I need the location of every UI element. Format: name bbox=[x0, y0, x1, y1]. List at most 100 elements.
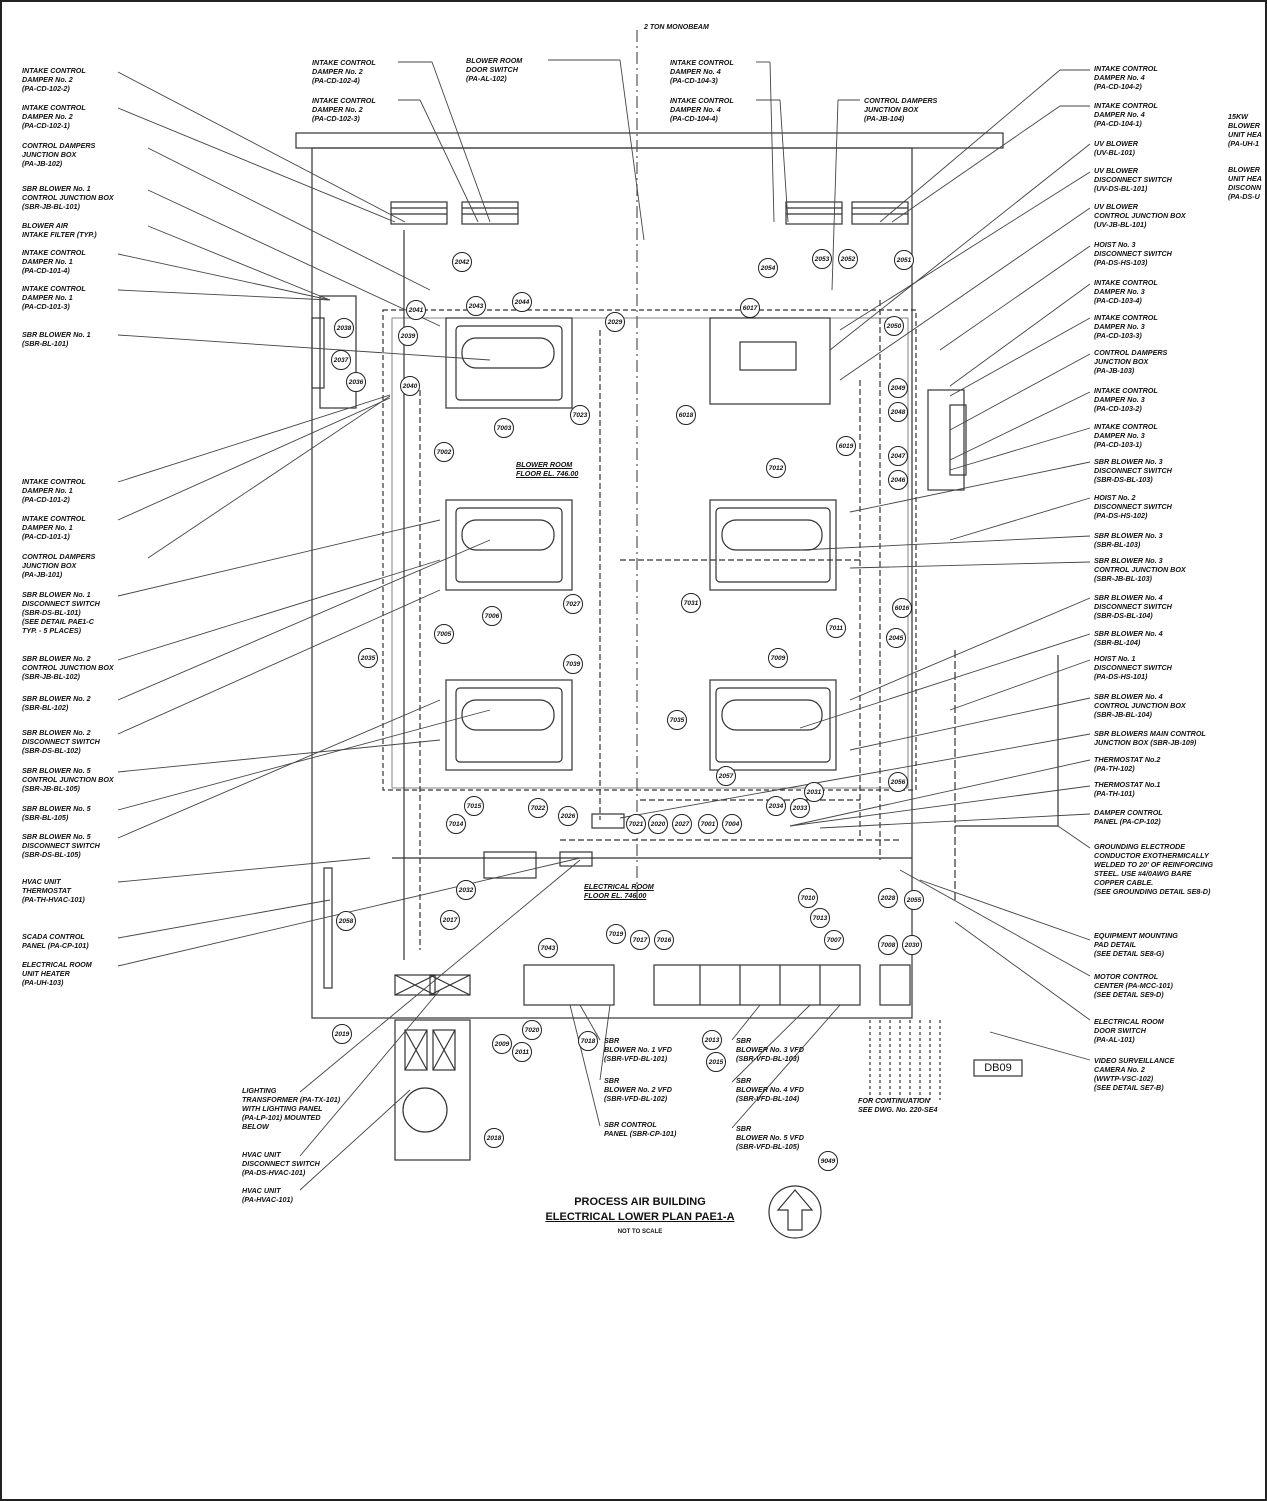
circuit-tag: 2051 bbox=[894, 250, 914, 270]
left-label-12: SBR BLOWER No. 2 CONTROL JUNCTION BOX (S… bbox=[22, 654, 114, 681]
circuit-tag: 2011 bbox=[512, 1042, 532, 1062]
circuit-tag: 2058 bbox=[336, 911, 356, 931]
top-label-3: INTAKE CONTROL DAMPER No. 4 (PA-CD-104-3… bbox=[670, 58, 734, 85]
right-label-26: ELECTRICAL ROOM DOOR SWITCH (PA-AL-101) bbox=[1094, 1017, 1164, 1044]
circuit-tag: 2019 bbox=[332, 1024, 352, 1044]
top-label-4: INTAKE CONTROL DAMPER No. 4 (PA-CD-104-4… bbox=[670, 96, 734, 123]
circuit-tag: 7023 bbox=[570, 405, 590, 425]
bottom-label-7: SBR BLOWER No. 4 VFD (SBR-VFD-BL-104) bbox=[736, 1076, 804, 1103]
circuit-tag: 7009 bbox=[768, 648, 788, 668]
circuit-tag: 2047 bbox=[888, 446, 908, 466]
circuit-tag: 2054 bbox=[758, 258, 778, 278]
right-label-13: SBR BLOWER No. 3 (SBR-BL-103) bbox=[1094, 531, 1163, 549]
left-label-2: CONTROL DAMPERS JUNCTION BOX (PA-JB-102) bbox=[22, 141, 96, 168]
right-label-19: SBR BLOWERS MAIN CONTROL JUNCTION BOX (S… bbox=[1094, 729, 1206, 747]
left-label-13: SBR BLOWER No. 2 (SBR-BL-102) bbox=[22, 694, 91, 712]
bottom-label-8: SBR BLOWER No. 5 VFD (SBR-VFD-BL-105) bbox=[736, 1124, 804, 1151]
bottom-label-0: LIGHTING TRANSFORMER (PA-TX-101) WITH LI… bbox=[242, 1086, 341, 1131]
bottom-label-3: SBR BLOWER No. 1 VFD (SBR-VFD-BL-101) bbox=[604, 1036, 672, 1063]
circuit-tag: 2039 bbox=[398, 326, 418, 346]
circuit-tag: 7015 bbox=[464, 796, 484, 816]
circuit-tag: 7001 bbox=[698, 814, 718, 834]
circuit-tag: 7008 bbox=[878, 935, 898, 955]
circuit-tag: 7003 bbox=[494, 418, 514, 438]
circuit-tag: 7012 bbox=[766, 458, 786, 478]
circuit-tag: 7017 bbox=[630, 930, 650, 950]
circuit-tag: 7005 bbox=[434, 624, 454, 644]
far-right-label-1: BLOWER UNIT HEA DISCONN (PA-DS-U bbox=[1228, 165, 1262, 201]
left-label-4: BLOWER AIR INTAKE FILTER (TYP.) bbox=[22, 221, 97, 239]
circuit-tag: 9049 bbox=[818, 1151, 838, 1171]
right-label-8: CONTROL DAMPERS JUNCTION BOX (PA-JB-103) bbox=[1094, 348, 1168, 375]
circuit-tag: 2043 bbox=[466, 296, 486, 316]
circuit-tag: 2030 bbox=[902, 935, 922, 955]
left-label-5: INTAKE CONTROL DAMPER No. 1 (PA-CD-101-4… bbox=[22, 248, 86, 275]
circuit-tag: 7007 bbox=[824, 930, 844, 950]
bottom-label-4: SBR BLOWER No. 2 VFD (SBR-VFD-BL-102) bbox=[604, 1076, 672, 1103]
bottom-label-2: HVAC UNIT (PA-HVAC-101) bbox=[242, 1186, 293, 1204]
right-label-12: HOIST No. 2 DISCONNECT SWITCH (PA-DS-HS-… bbox=[1094, 493, 1172, 520]
left-label-7: SBR BLOWER No. 1 (SBR-BL-101) bbox=[22, 330, 91, 348]
right-label-2: UV BLOWER (UV-BL-101) bbox=[1094, 139, 1138, 157]
right-label-23: GROUNDING ELECTRODE CONDUCTOR EXOTHERMIC… bbox=[1094, 842, 1213, 896]
circuit-tag: 2040 bbox=[400, 376, 420, 396]
right-label-1: INTAKE CONTROL DAMPER No. 4 (PA-CD-104-1… bbox=[1094, 101, 1158, 128]
circuit-tag: 2045 bbox=[886, 628, 906, 648]
circuit-tag: 2017 bbox=[440, 910, 460, 930]
right-label-24: EQUIPMENT MOUNTING PAD DETAIL (SEE DETAI… bbox=[1094, 931, 1178, 958]
circuit-tag: 6016 bbox=[892, 598, 912, 618]
circuit-tag: 2018 bbox=[484, 1128, 504, 1148]
circuit-tag: 2035 bbox=[358, 648, 378, 668]
circuit-tag: 2044 bbox=[512, 292, 532, 312]
circuit-tag: 2015 bbox=[706, 1052, 726, 1072]
right-label-20: THERMOSTAT No.2 (PA-TH-102) bbox=[1094, 755, 1161, 773]
circuit-tag: 2046 bbox=[888, 470, 908, 490]
continuation-note: FOR CONTINUATION SEE DWG. No. 220-SE4 bbox=[858, 1096, 938, 1114]
scale-note: NOT TO SCALE bbox=[617, 1229, 663, 1235]
circuit-tag: 2042 bbox=[452, 252, 472, 272]
circuit-tag: 7043 bbox=[538, 938, 558, 958]
circuit-tag: 2009 bbox=[492, 1034, 512, 1054]
right-label-4: UV BLOWER CONTROL JUNCTION BOX (UV-JB-BL… bbox=[1094, 202, 1186, 229]
left-label-18: HVAC UNIT THERMOSTAT (PA-TH-HVAC-101) bbox=[22, 877, 85, 904]
circuit-tag: 7010 bbox=[798, 888, 818, 908]
right-label-25: MOTOR CONTROL CENTER (PA-MCC-101) (SEE D… bbox=[1094, 972, 1173, 999]
far-right-label-0: 15KW BLOWER UNIT HEA (PA-UH-1 bbox=[1228, 112, 1262, 148]
circuit-tag: 2038 bbox=[334, 318, 354, 338]
left-label-10: CONTROL DAMPERS JUNCTION BOX (PA-JB-101) bbox=[22, 552, 96, 579]
right-label-17: HOIST No. 1 DISCONNECT SWITCH (PA-DS-HS-… bbox=[1094, 654, 1172, 681]
circuit-tag: 2031 bbox=[804, 782, 824, 802]
right-label-11: SBR BLOWER No. 3 DISCONNECT SWITCH (SBR-… bbox=[1094, 457, 1172, 484]
circuit-tag: 2020 bbox=[648, 814, 668, 834]
right-label-16: SBR BLOWER No. 4 (SBR-BL-104) bbox=[1094, 629, 1163, 647]
sheet-tag: DB09 bbox=[984, 1062, 1012, 1074]
left-label-1: INTAKE CONTROL DAMPER No. 2 (PA-CD-102-1… bbox=[22, 103, 86, 130]
bottom-label-6: SBR BLOWER No. 3 VFD (SBR-VFD-BL-103) bbox=[736, 1036, 804, 1063]
circuit-tag: 7018 bbox=[578, 1031, 598, 1051]
right-label-3: UV BLOWER DISCONNECT SWITCH (UV-DS-BL-10… bbox=[1094, 166, 1172, 193]
circuit-tag: 2026 bbox=[558, 806, 578, 826]
circuit-tag: 2053 bbox=[812, 249, 832, 269]
bottom-label-1: HVAC UNIT DISCONNECT SWITCH (PA-DS-HVAC-… bbox=[242, 1150, 320, 1177]
circuit-tag: 2033 bbox=[790, 798, 810, 818]
circuit-tag: 2049 bbox=[888, 378, 908, 398]
left-label-9: INTAKE CONTROL DAMPER No. 1 (PA-CD-101-1… bbox=[22, 514, 86, 541]
right-label-7: INTAKE CONTROL DAMPER No. 3 (PA-CD-103-3… bbox=[1094, 313, 1158, 340]
circuit-tag: 7004 bbox=[722, 814, 742, 834]
circuit-tag: 2034 bbox=[766, 796, 786, 816]
left-label-11: SBR BLOWER No. 1 DISCONNECT SWITCH (SBR-… bbox=[22, 590, 100, 635]
circuit-tag: 6017 bbox=[740, 298, 760, 318]
circuit-tag: 2036 bbox=[346, 372, 366, 392]
circuit-tag: 2013 bbox=[702, 1030, 722, 1050]
circuit-tag: 6019 bbox=[836, 436, 856, 456]
circuit-tag: 7022 bbox=[528, 798, 548, 818]
circuit-tag: 7039 bbox=[563, 654, 583, 674]
blower-room-label: BLOWER ROOM FLOOR EL. 746.00 bbox=[516, 460, 579, 478]
left-label-8: INTAKE CONTROL DAMPER No. 1 (PA-CD-101-2… bbox=[22, 477, 86, 504]
left-label-6: INTAKE CONTROL DAMPER No. 1 (PA-CD-101-3… bbox=[22, 284, 86, 311]
circuit-tag: 7014 bbox=[446, 814, 466, 834]
top-label-0: INTAKE CONTROL DAMPER No. 2 (PA-CD-102-4… bbox=[312, 58, 376, 85]
circuit-tag: 7035 bbox=[667, 710, 687, 730]
right-label-14: SBR BLOWER No. 3 CONTROL JUNCTION BOX (S… bbox=[1094, 556, 1186, 583]
